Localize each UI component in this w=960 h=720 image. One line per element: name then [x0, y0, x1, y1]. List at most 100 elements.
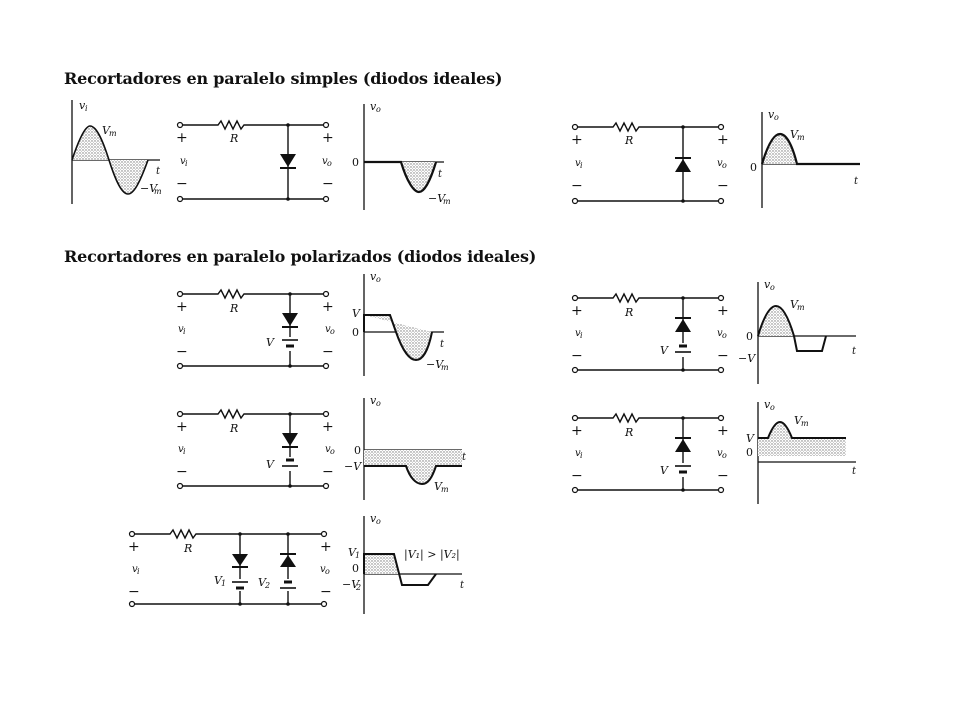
- minus-vm-sub: m: [441, 363, 449, 372]
- input-sub: i: [580, 161, 583, 170]
- output-plus: +: [717, 303, 729, 319]
- heading-biased-clippers: Recortadores en paralelo polarizados (di…: [64, 247, 537, 266]
- circuit-biased-dual: R + v i − V 1 V 2 + v o −: [124, 524, 339, 614]
- output-sub: o: [722, 451, 727, 460]
- minus-v2-label: −V: [342, 578, 360, 591]
- input-label: v: [178, 324, 184, 335]
- input-plus: +: [176, 419, 188, 435]
- battery-label: V: [266, 458, 275, 471]
- vo-axis-sub: o: [770, 403, 775, 412]
- resistor-label: R: [229, 422, 238, 435]
- v-level-label: V: [746, 432, 755, 445]
- condition-label: |V₁| > |V₂|: [404, 548, 460, 562]
- circuit-biased-b: R + v i − V + v o −: [172, 402, 342, 497]
- vo-axis-label: v: [370, 512, 377, 525]
- vo-axis-label: v: [370, 270, 377, 283]
- vo-axis-label: v: [768, 108, 775, 121]
- input-sub: i: [580, 331, 583, 340]
- battery2-sub: 2: [264, 581, 270, 590]
- output-label: v: [322, 156, 328, 167]
- output-label: v: [717, 448, 723, 459]
- output-minus: −: [717, 468, 729, 484]
- input-sub: i: [185, 159, 188, 168]
- input-plus: +: [571, 423, 583, 439]
- input-label: v: [575, 328, 581, 339]
- minus-vm-label: −V: [428, 192, 446, 205]
- circuit-biased-a: R + v i − V + v o −: [172, 282, 342, 377]
- vo-axis-label: v: [764, 398, 771, 411]
- output-minus: −: [322, 344, 334, 360]
- minus-v-label: −V: [738, 352, 756, 365]
- t-axis-label: t: [852, 346, 857, 357]
- output-label: v: [320, 564, 326, 575]
- t-axis-label: t: [440, 339, 445, 350]
- vm-label: V: [102, 124, 111, 137]
- vm-sub: m: [441, 485, 449, 494]
- input-waveform-graph: v i V m −V m t: [64, 98, 174, 208]
- vm-label: V: [790, 128, 799, 141]
- battery-label: V: [266, 336, 275, 349]
- t-axis-label: t: [852, 466, 857, 477]
- resistor-label: R: [229, 302, 238, 315]
- vi-axis-sub: i: [85, 104, 88, 113]
- battery-label: V: [660, 344, 669, 357]
- input-label: v: [575, 448, 581, 459]
- input-plus: +: [571, 303, 583, 319]
- output-graph-biased-c: v o 0 −V V m t: [738, 278, 868, 388]
- resistor-label: R: [183, 542, 192, 555]
- input-sub: i: [137, 567, 140, 576]
- output-minus: −: [322, 464, 334, 480]
- battery1-sub: 1: [221, 579, 226, 588]
- vm-sub: m: [109, 129, 117, 138]
- minus-vm-sub: m: [443, 197, 451, 206]
- input-minus: −: [571, 178, 583, 194]
- vo-axis-sub: o: [376, 517, 381, 526]
- output-minus: −: [717, 348, 729, 364]
- output-sub: o: [330, 327, 335, 336]
- vi-axis-label: v: [79, 99, 86, 112]
- t-axis-label: t: [460, 580, 465, 591]
- output-sub: o: [722, 331, 727, 340]
- t-axis-label: t: [438, 169, 443, 180]
- zero-label: 0: [750, 161, 757, 174]
- zero-label: 0: [746, 330, 753, 343]
- vo-axis-label: v: [370, 100, 377, 113]
- output-graph-negative-half: v o 0 t −V m: [344, 100, 454, 215]
- resistor-label: R: [624, 426, 633, 439]
- v1-sub: 1: [355, 551, 360, 560]
- vm-label: V: [790, 298, 799, 311]
- output-graph-biased-a: v o V 0 t −V m: [346, 270, 456, 380]
- output-plus: +: [320, 539, 332, 555]
- input-sub: i: [580, 451, 583, 460]
- vm-sub: m: [797, 133, 805, 142]
- output-sub: o: [325, 567, 330, 576]
- circuit-biased-c: R + v i − V + v o −: [567, 286, 737, 381]
- vo-axis-sub: o: [376, 275, 381, 284]
- input-minus: −: [176, 344, 188, 360]
- vo-axis-sub: o: [376, 105, 381, 114]
- output-label: v: [717, 158, 723, 169]
- input-label: v: [178, 444, 184, 455]
- vo-axis-sub: o: [376, 399, 381, 408]
- input-plus: +: [176, 299, 188, 315]
- vo-axis-label: v: [370, 394, 377, 407]
- output-minus: −: [320, 584, 332, 600]
- t-axis-label: t: [156, 166, 161, 177]
- vm-label: V: [794, 414, 803, 427]
- zero-label: 0: [746, 446, 753, 459]
- minus-v-label: −V: [344, 460, 362, 473]
- vm-sub: m: [801, 419, 809, 428]
- zero-label: 0: [352, 156, 359, 169]
- resistor-label: R: [624, 134, 633, 147]
- input-plus: +: [128, 539, 140, 555]
- battery1-label: V: [214, 574, 223, 587]
- vo-axis-label: v: [764, 278, 771, 291]
- battery-label: V: [660, 464, 669, 477]
- input-label: v: [575, 158, 581, 169]
- output-label: v: [717, 328, 723, 339]
- t-axis-label: t: [462, 452, 467, 463]
- input-minus: −: [128, 584, 140, 600]
- vo-axis-sub: o: [774, 113, 779, 122]
- output-graph-biased-b: v o 0 −V t V m: [344, 394, 469, 504]
- input-minus: −: [176, 176, 188, 192]
